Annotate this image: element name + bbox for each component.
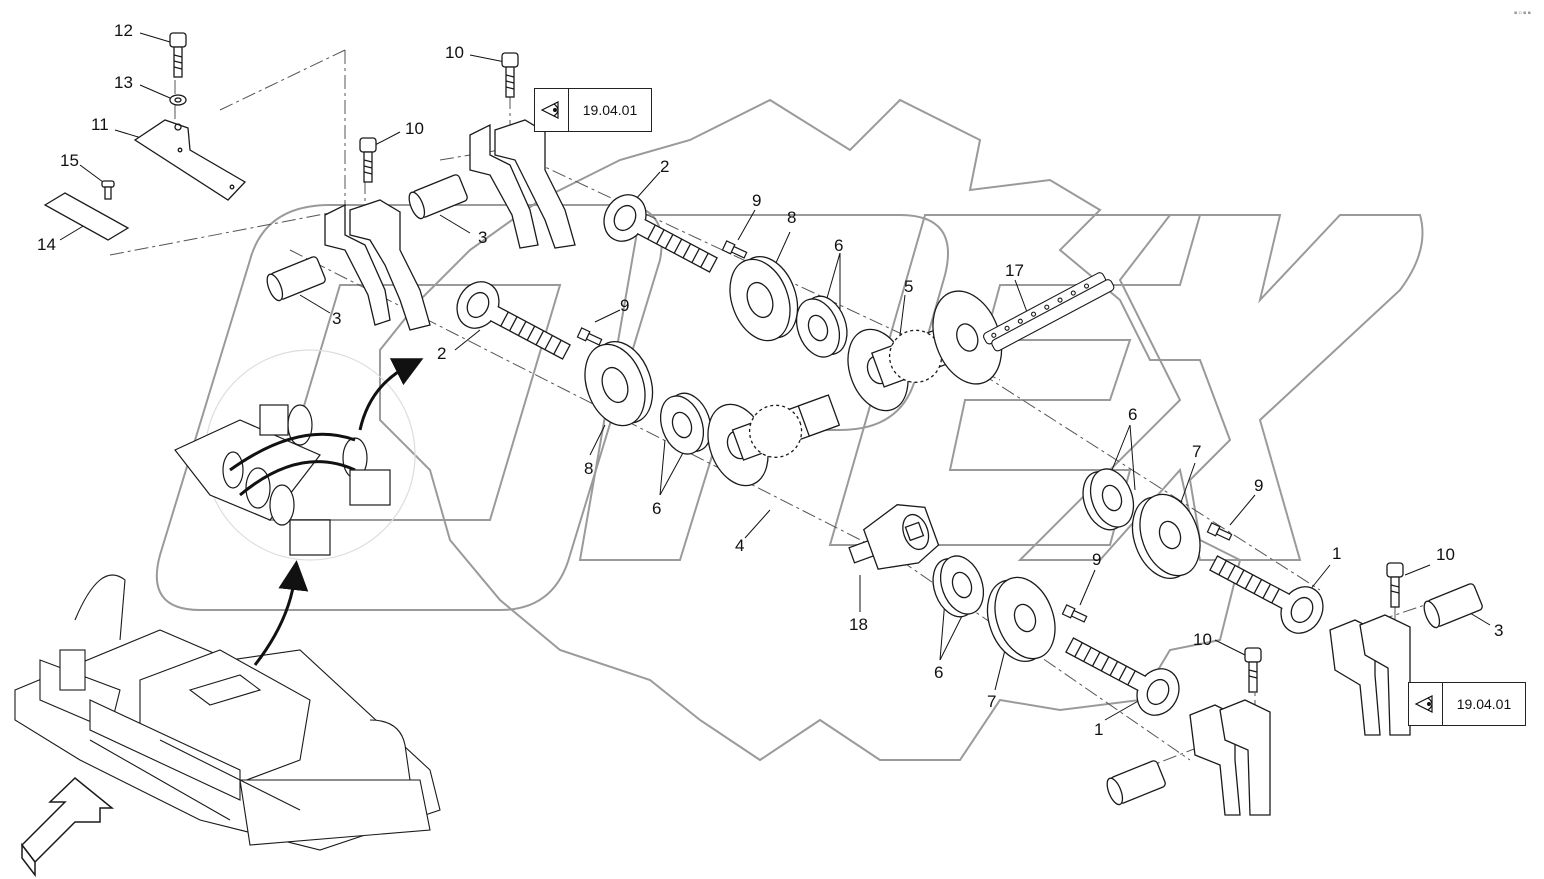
callout-7[interactable]: 7: [1192, 442, 1202, 461]
callout-2[interactable]: 2: [437, 344, 447, 363]
leader-lines: [59, 32, 1491, 721]
callout-6[interactable]: 6: [934, 663, 944, 682]
callout-15[interactable]: 15: [60, 151, 79, 170]
mounting-brackets: [324, 119, 1411, 816]
callout-3[interactable]: 3: [1494, 621, 1504, 640]
hex-bolts-9: [576, 240, 1233, 623]
callout-13[interactable]: 13: [114, 73, 133, 92]
callout-6[interactable]: 6: [834, 236, 844, 255]
callout-10[interactable]: 10: [1193, 630, 1212, 649]
callout-14[interactable]: 14: [37, 235, 56, 254]
reference-box-bottom[interactable]: 19.04.01: [1408, 682, 1526, 726]
view-eye-icon: [1409, 683, 1443, 725]
window-dots-icon: ▪▫▪▪: [1513, 8, 1532, 19]
machine-overview: [14, 574, 441, 851]
reference-box-top[interactable]: 19.04.01: [534, 88, 652, 132]
callout-17[interactable]: 17: [1005, 261, 1024, 280]
watermark-gear: [379, 98, 1242, 762]
bushings-6: [659, 295, 1135, 618]
cap-screws: [101, 32, 1404, 693]
rod-ends: [456, 194, 1324, 716]
plate-11: [133, 119, 247, 201]
chain-17: [983, 272, 1115, 352]
callout-9[interactable]: 9: [620, 296, 630, 315]
callout-7[interactable]: 7: [987, 692, 997, 711]
direction-arrow-icon: [21, 777, 115, 878]
callout-3[interactable]: 3: [332, 309, 342, 328]
callout-8[interactable]: 8: [787, 208, 797, 227]
callout-9[interactable]: 9: [1092, 550, 1102, 569]
callout-10[interactable]: 10: [405, 119, 424, 138]
clamp-rings: [584, 256, 1201, 662]
callout-10[interactable]: 10: [1436, 545, 1455, 564]
callout-10[interactable]: 10: [445, 43, 464, 62]
plate-14: [43, 192, 130, 241]
watermark-letters: [155, 204, 1424, 611]
callout-12[interactable]: 12: [114, 21, 133, 40]
callout-18[interactable]: 18: [849, 615, 868, 634]
callout-11[interactable]: 11: [91, 115, 109, 134]
callout-1[interactable]: 1: [1094, 720, 1104, 739]
callout-1[interactable]: 1: [1332, 544, 1342, 563]
callout-3[interactable]: 3: [478, 228, 488, 247]
sprocket-shafts: [707, 290, 1003, 487]
assembly-detail-view: [174, 349, 416, 561]
callout-6[interactable]: 6: [1128, 405, 1138, 424]
pins-3: [266, 174, 1483, 806]
adapter-18: [848, 503, 940, 570]
callout-2[interactable]: 2: [660, 157, 670, 176]
reference-code: 19.04.01: [1456, 696, 1512, 712]
callout-6[interactable]: 6: [652, 499, 662, 518]
callout-5[interactable]: 5: [904, 277, 914, 296]
callout-9[interactable]: 9: [752, 191, 762, 210]
flow-arrows: [253, 358, 424, 666]
callout-4[interactable]: 4: [735, 536, 745, 555]
callout-9[interactable]: 9: [1254, 476, 1264, 495]
view-eye-icon: [535, 89, 569, 131]
callout-8[interactable]: 8: [584, 459, 594, 478]
reference-code: 19.04.01: [582, 102, 638, 118]
